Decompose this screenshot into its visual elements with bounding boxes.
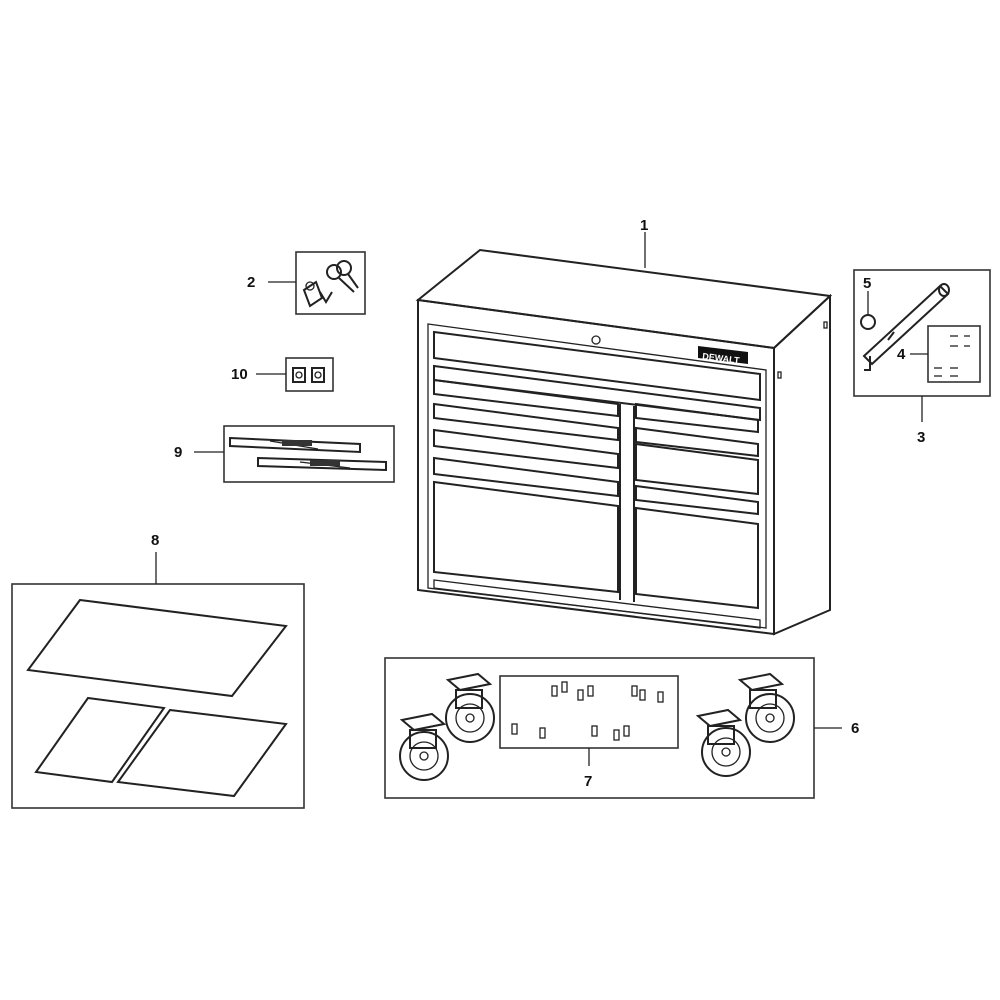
callout-4: 4 — [897, 346, 906, 363]
callout-2: 2 — [247, 274, 255, 291]
drawer-slides-icon — [223, 425, 395, 483]
callout-9: 9 — [174, 444, 182, 461]
callout-8: 8 — [151, 532, 159, 549]
drawer-bumpers-icon — [285, 357, 334, 392]
callout-3: 3 — [917, 429, 925, 446]
handle-screws-icon — [927, 325, 981, 383]
drawer-liners-icon — [11, 583, 305, 809]
callout-7: 7 — [584, 773, 592, 790]
lock-key-set-icon — [295, 251, 366, 315]
callout-6: 6 — [851, 720, 859, 737]
callout-1: 1 — [640, 217, 648, 234]
callout-10: 10 — [231, 366, 248, 383]
brand-label: DEWALT — [702, 351, 741, 366]
handle-cap-icon — [860, 314, 876, 330]
caster-bolts-icon — [499, 675, 679, 749]
callout-5: 5 — [863, 275, 871, 292]
tool-chest-icon: DEWALT — [415, 248, 833, 636]
